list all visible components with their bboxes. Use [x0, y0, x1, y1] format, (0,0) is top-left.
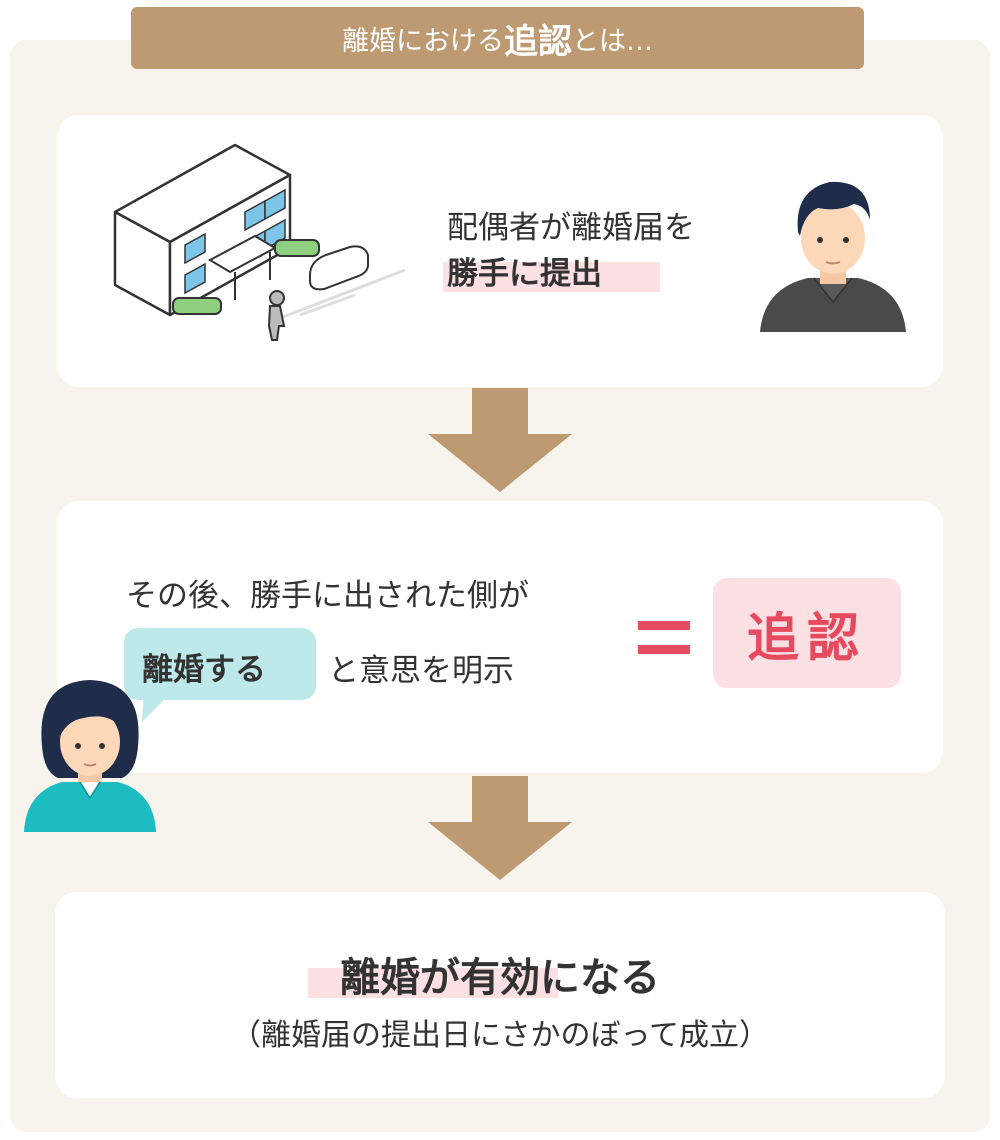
highlight-step3 [308, 968, 558, 998]
highlight-step1 [443, 262, 660, 292]
bubble-text: 離婚する [142, 652, 266, 688]
step3-sub: （離婚届の提出日にさかのぼって成立） [231, 1018, 769, 1053]
step2-line1: その後、勝手に出された側が [126, 578, 529, 614]
step3-main: 離婚が有効になる [340, 955, 660, 1001]
woman-avatar [24, 680, 156, 832]
arrow-down-2 [428, 776, 572, 880]
city-hall-illustration [113, 143, 406, 341]
step2-line2: と意思を明示 [328, 653, 514, 689]
man-avatar [760, 181, 906, 332]
banner-emphasis: 追認 [504, 21, 572, 62]
speech-bubble-tail [142, 690, 174, 722]
equals-sign [638, 621, 690, 654]
result-label: 追認 [746, 608, 867, 669]
banner-prefix: 離婚における [342, 25, 504, 57]
step1-line2: 勝手に提出 [447, 256, 602, 292]
banner-suffix: とは… [572, 25, 653, 57]
speech-bubble [124, 628, 316, 700]
result-box: 追認 [713, 578, 901, 688]
arrow-down-1 [428, 388, 572, 492]
title-banner: 離婚における追認とは… [131, 7, 864, 69]
step1-line1: 配偶者が離婚届を [447, 210, 695, 246]
